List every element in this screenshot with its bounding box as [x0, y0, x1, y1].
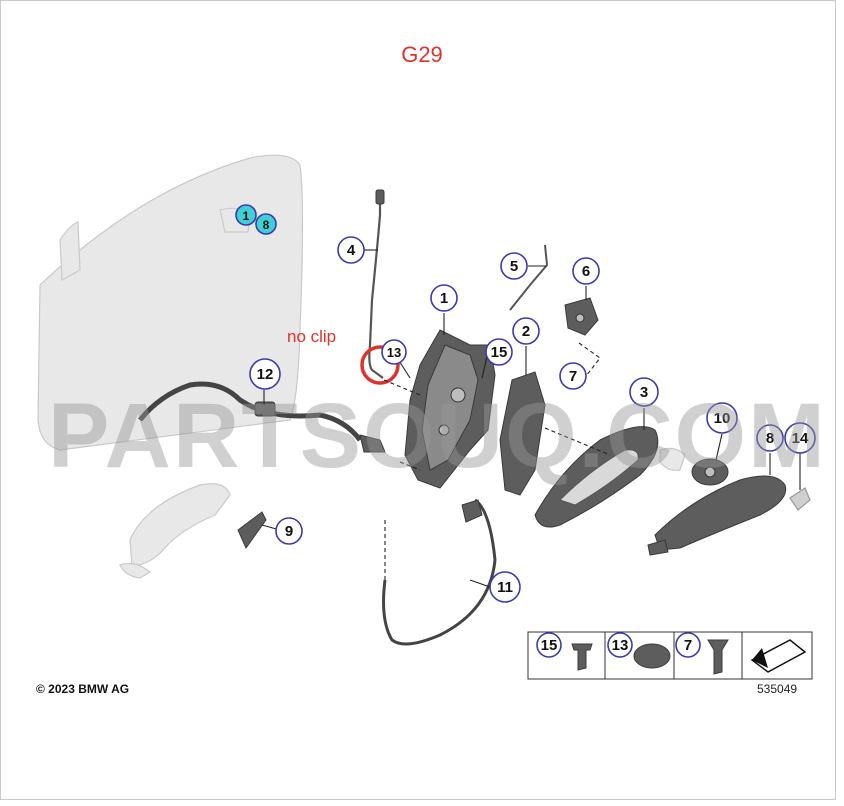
- leader-lines: [261, 249, 801, 588]
- callout-5[interactable]: 5: [500, 252, 528, 280]
- callout-10[interactable]: 10: [706, 402, 738, 434]
- svg-text:7: 7: [684, 637, 692, 654]
- callout-15[interactable]: 15: [485, 338, 513, 366]
- bowden-cable-lower: [382, 498, 497, 646]
- lock-cylinder-cap: [691, 458, 729, 486]
- svg-text:7: 7: [569, 368, 577, 385]
- lock-rod: [368, 189, 385, 379]
- callout-6[interactable]: 6: [572, 257, 600, 285]
- callout-2[interactable]: 2: [512, 317, 540, 345]
- callout-1-door[interactable]: 1: [235, 204, 257, 226]
- callout-8-door[interactable]: 8: [255, 213, 277, 235]
- lock-cover-bracket: [499, 371, 546, 496]
- svg-text:15: 15: [491, 344, 508, 361]
- svg-text:13: 13: [387, 345, 401, 360]
- svg-text:2: 2: [522, 323, 530, 340]
- svg-text:1: 1: [243, 209, 250, 223]
- hardware-table: 15 13 7: [527, 631, 813, 680]
- svg-text:3: 3: [640, 384, 648, 401]
- diagram-title: G29: [401, 42, 443, 67]
- no-clip-annotation: no clip: [287, 327, 337, 346]
- no-clip-highlight-circle: [360, 345, 400, 385]
- handle-end-cap: [789, 487, 811, 511]
- svg-text:15: 15: [541, 637, 558, 654]
- svg-text:5: 5: [510, 258, 518, 275]
- svg-text:11: 11: [497, 579, 513, 596]
- svg-text:8: 8: [263, 218, 270, 232]
- table-cell-7[interactable]: 7: [675, 632, 729, 675]
- svg-text:8: 8: [766, 430, 774, 447]
- bolt-head-icon: [633, 643, 671, 669]
- callout-12[interactable]: 12: [249, 358, 281, 390]
- callout-4[interactable]: 4: [337, 236, 365, 264]
- latch-rod: [509, 244, 549, 311]
- callout-14[interactable]: 14: [784, 422, 816, 454]
- copyright-text: © 2023 BMW AG: [36, 682, 130, 696]
- table-cell-13[interactable]: 13: [607, 632, 671, 669]
- handle-bracket: [237, 511, 267, 550]
- door-panel-illustration: [37, 154, 304, 451]
- callout-7[interactable]: 7: [559, 362, 587, 390]
- svg-text:6: 6: [582, 263, 590, 280]
- arrow-symbol-icon: [750, 639, 807, 673]
- screw-icon: [707, 639, 729, 675]
- callout-11[interactable]: 11: [489, 571, 521, 603]
- table-cell-15[interactable]: 15: [536, 632, 593, 671]
- callout-13[interactable]: 13: [381, 339, 407, 365]
- door-lock-assembly: [404, 329, 496, 489]
- svg-text:14: 14: [792, 430, 809, 447]
- handle-carrier: [534, 426, 686, 528]
- inner-handle-illustration: [119, 483, 231, 579]
- svg-text:13: 13: [612, 637, 629, 654]
- striker-plate: [564, 297, 599, 336]
- diagram-number: 535049: [757, 682, 798, 696]
- svg-text:12: 12: [257, 366, 274, 383]
- svg-text:1: 1: [440, 290, 448, 307]
- svg-text:10: 10: [714, 410, 731, 427]
- outer-door-handle: [647, 475, 787, 556]
- callout-8[interactable]: 8: [756, 424, 784, 452]
- callout-3[interactable]: 3: [629, 377, 659, 407]
- callout-9[interactable]: 9: [275, 517, 303, 545]
- svg-text:4: 4: [347, 242, 356, 259]
- bowden-cable-upper: [138, 381, 386, 453]
- screw-icon: [571, 643, 593, 671]
- callout-1[interactable]: 1: [430, 284, 458, 312]
- svg-text:9: 9: [285, 523, 293, 540]
